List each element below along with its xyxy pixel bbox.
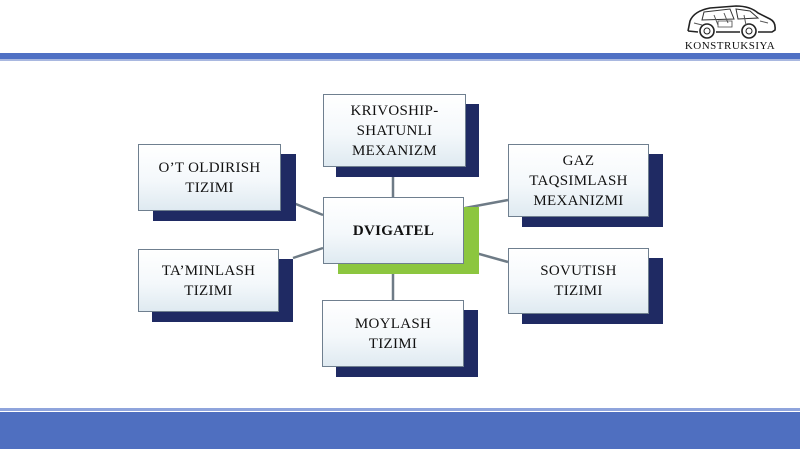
connector-bottom-left xyxy=(292,246,324,260)
footer-band xyxy=(0,412,800,449)
brand-logo-text: KONSTRUKSIYA xyxy=(684,40,776,52)
header-band-line xyxy=(0,59,800,61)
connector-top-right xyxy=(464,198,509,210)
node-moylash-tizimi: MOYLASH TIZIMI xyxy=(322,300,464,367)
node-gaz-taqsimlash-mexanizmi: GAZ TAQSIMLASH MEXANIZMI xyxy=(508,144,649,217)
node-ot-oldirish-tizimi: O’T OLDIRISH TIZIMI xyxy=(138,144,281,211)
footer-band-line xyxy=(0,408,800,411)
node-dvigatel: DVIGATEL xyxy=(323,197,464,264)
car-cutaway-icon xyxy=(687,5,776,39)
brand-logo: KONSTRUKSIYA xyxy=(678,3,782,53)
node-krivoship-shatunli-mexanizm: KRIVOSHIP- SHATUNLI MEXANIZM xyxy=(323,94,466,167)
header-band xyxy=(0,53,800,59)
node-sovutish-tizimi: SOVUTISH TIZIMI xyxy=(508,248,649,314)
node-taminlash-tizimi: TA’MINLASH TIZIMI xyxy=(138,249,279,312)
